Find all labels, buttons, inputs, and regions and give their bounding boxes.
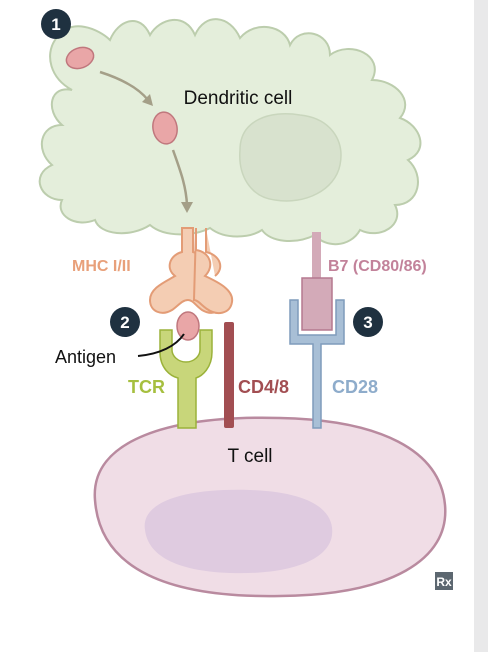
dendritic-cell-body bbox=[38, 18, 422, 246]
tcr-label: TCR bbox=[128, 377, 165, 397]
process-arrow-2 bbox=[171, 149, 189, 206]
cd48-molecule bbox=[224, 322, 234, 428]
t-cell-label: T cell bbox=[227, 446, 272, 467]
cd28-molecule bbox=[289, 299, 345, 429]
antigen-pointer bbox=[137, 333, 185, 357]
step-1-badge: 1 bbox=[41, 9, 71, 39]
t-cell-nucleus bbox=[144, 489, 333, 574]
b7-head bbox=[301, 277, 333, 331]
step-2-badge: 2 bbox=[110, 307, 140, 337]
b7-label: B7 (CD80/86) bbox=[328, 258, 427, 275]
dc-vesicle-1 bbox=[65, 46, 95, 70]
rx-logo: Rx bbox=[435, 572, 453, 590]
step-3-badge: 3 bbox=[353, 307, 383, 337]
arrow-head-2 bbox=[181, 202, 193, 213]
dendritic-cell-label: Dendritic cell bbox=[184, 88, 293, 109]
page-gutter bbox=[474, 0, 488, 652]
mhc-label: MHC I/II bbox=[72, 258, 131, 275]
mhc-molecule-right bbox=[192, 227, 234, 315]
tcr-molecule bbox=[159, 329, 213, 429]
b7-stalk bbox=[312, 232, 321, 280]
step-2-number: 2 bbox=[120, 313, 129, 332]
antigen-label: Antigen bbox=[55, 347, 116, 367]
step-3-number: 3 bbox=[363, 313, 372, 332]
cd28-label: CD28 bbox=[332, 377, 378, 397]
process-arrow-1 bbox=[99, 70, 149, 101]
arrow-head-1 bbox=[142, 94, 153, 106]
antigen-particle bbox=[176, 311, 200, 341]
dendritic-nucleus bbox=[239, 113, 342, 202]
step-1-number: 1 bbox=[51, 15, 60, 34]
cd48-label: CD4/8 bbox=[238, 377, 289, 397]
rx-logo-text: Rx bbox=[436, 575, 452, 589]
dc-vesicle-2 bbox=[152, 111, 178, 145]
